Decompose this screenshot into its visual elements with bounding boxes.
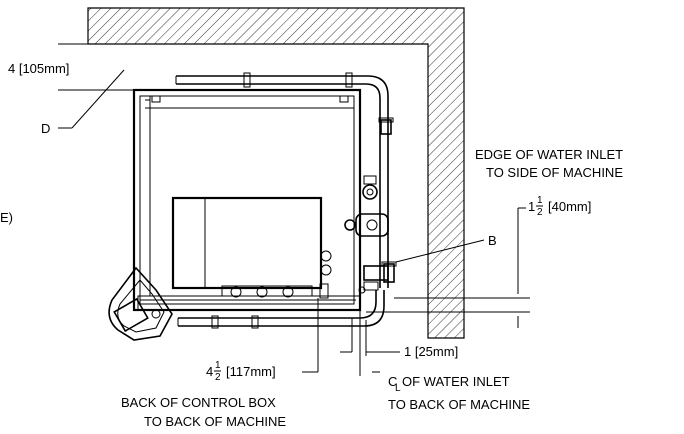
centerline-line1: OF WATER INLET (402, 374, 510, 389)
centerline-label: C L OF WATER INLET TO BACK OF MACHINE (388, 374, 530, 412)
top-clearance-label: 4 [105mm] (8, 61, 69, 76)
edge-fragment-text: E) (0, 210, 13, 225)
control-box (171, 196, 332, 299)
callout-d-leader (58, 69, 125, 129)
callout-b-leader (395, 239, 485, 263)
side-numerator: 1 (537, 195, 543, 206)
side-dimension-lines (366, 207, 530, 328)
top-clearance-dimension (58, 43, 140, 91)
box-numerator: 1 (215, 360, 221, 371)
back-dimension-lines (302, 298, 400, 376)
valve-assembly (344, 117, 397, 294)
centerline-symbol: C (388, 374, 397, 389)
callout-b-label: B (488, 233, 497, 248)
centerline-line2: TO BACK OF MACHINE (388, 397, 530, 412)
edge-inlet-line2: TO SIDE OF MACHINE (486, 165, 623, 180)
back-inlet-label: 1 [25mm] (404, 344, 458, 359)
control-box-line2: TO BACK OF MACHINE (144, 414, 286, 429)
box-whole: 4 (206, 364, 213, 379)
side-whole: 1 (528, 199, 535, 214)
centerline-sub: L (395, 383, 401, 394)
box-denominator: 2 (215, 372, 221, 383)
top-pipe (175, 72, 389, 288)
side-dimension-label: 1 1 2 [40mm] (528, 195, 591, 218)
control-box-dimension-label: 4 1 2 [117mm] (206, 360, 276, 383)
machine-body (132, 88, 362, 312)
control-box-line1: BACK OF CONTROL BOX (121, 395, 276, 410)
box-mm: [117mm] (226, 364, 276, 379)
drain-fitting (108, 266, 173, 341)
edge-inlet-line1: EDGE OF WATER INLET (475, 147, 623, 162)
side-mm: [40mm] (548, 199, 591, 214)
callout-d-label: D (41, 121, 50, 136)
side-denominator: 2 (537, 207, 543, 218)
